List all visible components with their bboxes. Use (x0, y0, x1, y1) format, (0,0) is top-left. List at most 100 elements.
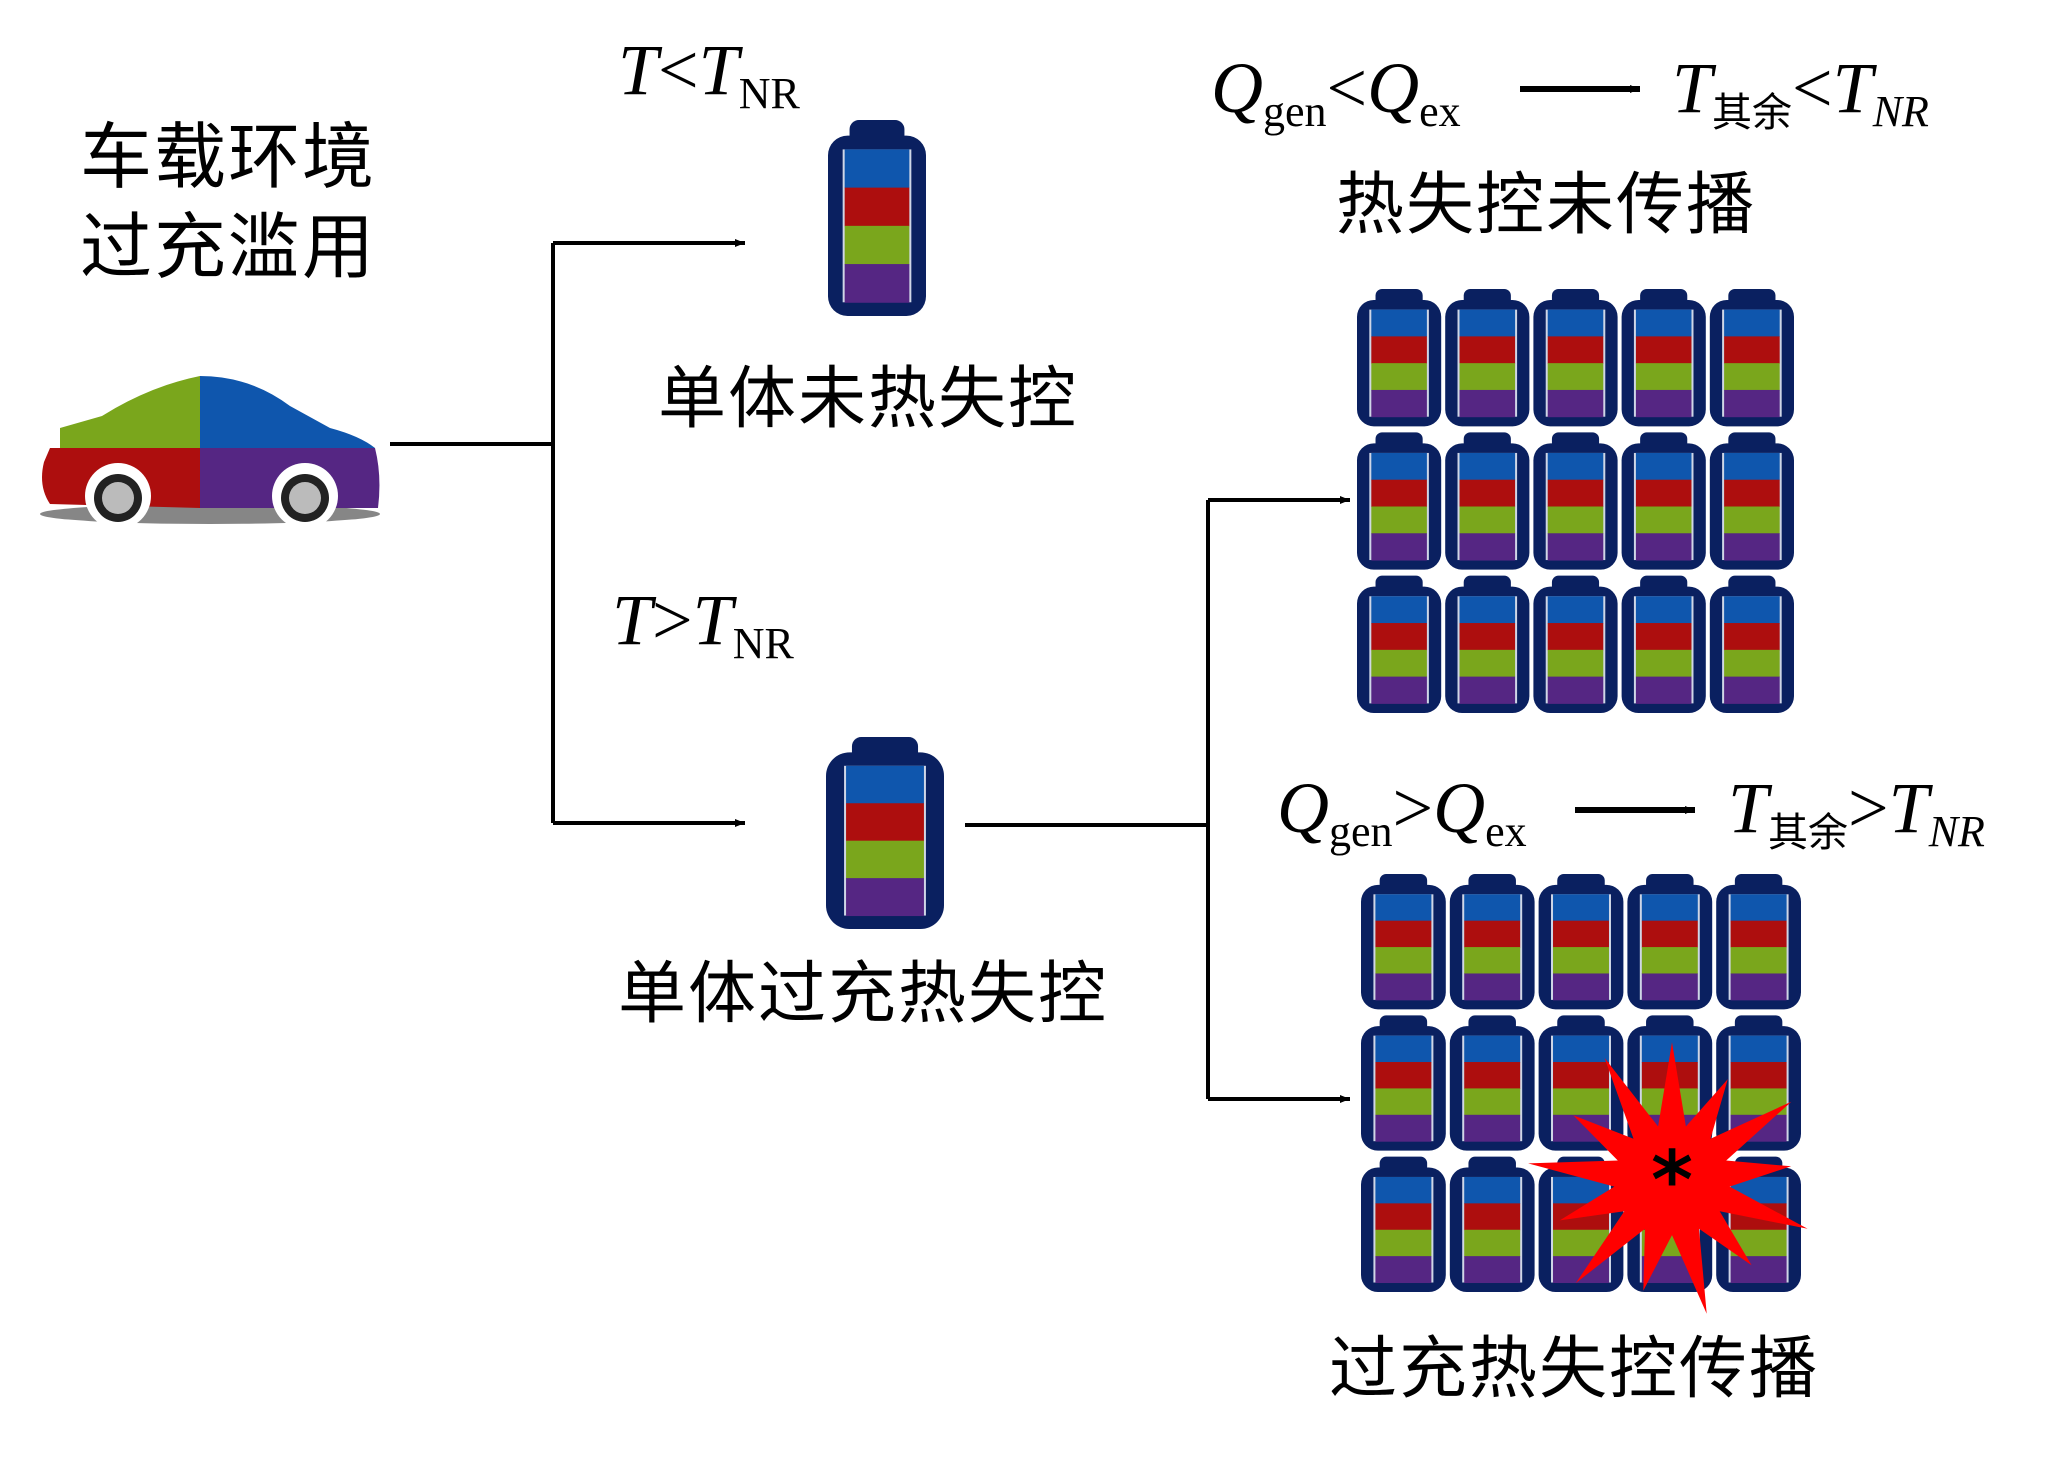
battery-band-3 (1547, 506, 1604, 534)
battery-band-2 (1464, 1203, 1521, 1231)
battery-band-4 (1730, 1256, 1787, 1284)
scenario-title: 车载环境 过充滥用 (80, 112, 376, 292)
condition-rhs-sub: NR (738, 69, 800, 118)
battery-band-2 (1459, 623, 1516, 651)
battery-band-2 (1371, 336, 1427, 364)
battery-pack-propagation-cell-r2-c3 (1538, 1015, 1624, 1151)
battery-pack-no-propagation-cell-r3-c2 (1445, 575, 1530, 713)
battery-band-3 (1375, 1229, 1432, 1257)
battery-band-4 (1635, 389, 1692, 418)
battery-band-1 (1459, 596, 1516, 624)
battery-band-3 (1553, 1088, 1609, 1116)
battery-band-3 (1635, 506, 1692, 534)
battery-band-3 (1553, 947, 1609, 974)
battery-band-1 (1371, 596, 1427, 624)
battery-band-4 (1724, 676, 1780, 704)
battery-band-1 (1459, 452, 1516, 481)
car-top-left (60, 376, 200, 448)
battery-band-3 (1724, 363, 1780, 391)
battery-band-1 (1375, 1035, 1432, 1063)
battery-band-4 (1547, 676, 1604, 704)
battery-pack-propagation-cell-r3-c2 (1449, 1156, 1535, 1292)
q-ex: Q (1433, 768, 1486, 848)
battery-band-2 (844, 187, 910, 227)
battery-pack-no-propagation-cell-r1-c1 (1357, 289, 1442, 427)
battery-band-2 (1635, 336, 1692, 364)
battery-band-3 (1635, 649, 1692, 678)
q-ex-sub: ex (1419, 87, 1461, 136)
t-nr-sub: NR (1928, 807, 1985, 856)
formula-no-propagation-lhs: Qgen<Qex (1211, 48, 1461, 152)
battery-band-4 (1547, 389, 1604, 418)
car-top-right (200, 376, 375, 448)
battery-band-1 (1371, 452, 1427, 481)
battery-pack-no-propagation-cell-r2-c4 (1621, 432, 1706, 570)
formula-propagation-lhs: Qgen>Qex (1277, 768, 1527, 872)
label-no-propagation: 热失控未传播 (1336, 166, 1757, 245)
explosion-layer: * (1528, 1042, 1808, 1314)
battery-pack-propagation-cell-r1-c3 (1538, 874, 1624, 1010)
battery-band-4 (1724, 533, 1780, 561)
battery-pack-no-propagation-cell-r2-c2 (1445, 432, 1530, 570)
q-ex: Q (1367, 48, 1420, 128)
battery-band-2 (1553, 1062, 1609, 1089)
label-cell-normal: 单体未热失控 (658, 360, 1079, 439)
condition-lhs: T (618, 30, 659, 110)
connectors (390, 239, 1350, 1103)
battery-band-1 (1553, 894, 1609, 922)
q-gen: Q (1277, 768, 1329, 848)
battery-band-3 (1464, 1229, 1521, 1257)
battery-band-1 (1641, 894, 1698, 922)
battery-band-4 (1547, 533, 1604, 561)
battery-band-1 (1375, 894, 1432, 922)
battery-band-2 (1375, 920, 1432, 948)
battery-band-2 (1730, 1062, 1787, 1089)
battery-band-1 (1459, 309, 1516, 337)
battery-pack-propagation-cell-r1-c1 (1361, 874, 1446, 1010)
battery-band-4 (1371, 533, 1427, 561)
car-icon (40, 376, 380, 529)
result-op: < (1792, 48, 1833, 128)
battery-pack-no-propagation-cell-r3-c5 (1709, 575, 1794, 713)
battery-band-3 (1375, 1088, 1432, 1116)
battery-band-2 (1459, 479, 1516, 507)
battery-band-2 (1459, 336, 1516, 364)
formula-op: > (1392, 768, 1434, 848)
battery-band-3 (844, 225, 910, 265)
battery-band-1 (1730, 1035, 1787, 1063)
battery-layer (826, 120, 1801, 1292)
battery-pack-propagation-cell-r1-c2 (1449, 874, 1535, 1010)
battery-band-4 (1635, 533, 1692, 561)
battery-band-4 (1730, 973, 1787, 1001)
battery-band-1 (844, 149, 910, 189)
battery-cell-normal (828, 120, 926, 316)
battery-band-2 (1375, 1203, 1432, 1231)
battery-cell-runaway (826, 737, 944, 929)
battery-band-4 (846, 878, 924, 917)
battery-band-2 (1375, 1062, 1432, 1089)
battery-band-1 (1635, 596, 1692, 624)
battery-band-1 (1547, 596, 1604, 624)
battery-pack-no-propagation-cell-r3-c4 (1621, 575, 1706, 713)
battery-pack-no-propagation-cell-r2-c3 (1533, 432, 1618, 570)
scenario-title-line-2: 过充滥用 (80, 205, 377, 289)
battery-band-4 (1464, 973, 1521, 1001)
battery-band-3 (846, 840, 924, 879)
battery-band-3 (1547, 649, 1604, 678)
battery-band-2 (1464, 1062, 1521, 1089)
q-ex-sub: ex (1485, 807, 1527, 856)
battery-band-2 (846, 803, 924, 842)
battery-band-3 (1724, 649, 1780, 678)
battery-band-3 (1464, 1088, 1521, 1116)
battery-band-1 (1730, 894, 1787, 922)
condition-rhs: T (692, 580, 733, 660)
battery-band-3 (1730, 947, 1787, 974)
battery-band-2 (1547, 336, 1604, 364)
battery-band-1 (1464, 1035, 1521, 1063)
battery-pack-no-propagation-cell-r1-c5 (1709, 289, 1794, 427)
battery-band-3 (1635, 363, 1692, 391)
condition-lhs: T (612, 580, 653, 660)
battery-band-4 (1371, 676, 1427, 704)
t-nr: T (1832, 48, 1873, 128)
battery-pack-propagation-cell-r2-c2 (1449, 1015, 1535, 1151)
